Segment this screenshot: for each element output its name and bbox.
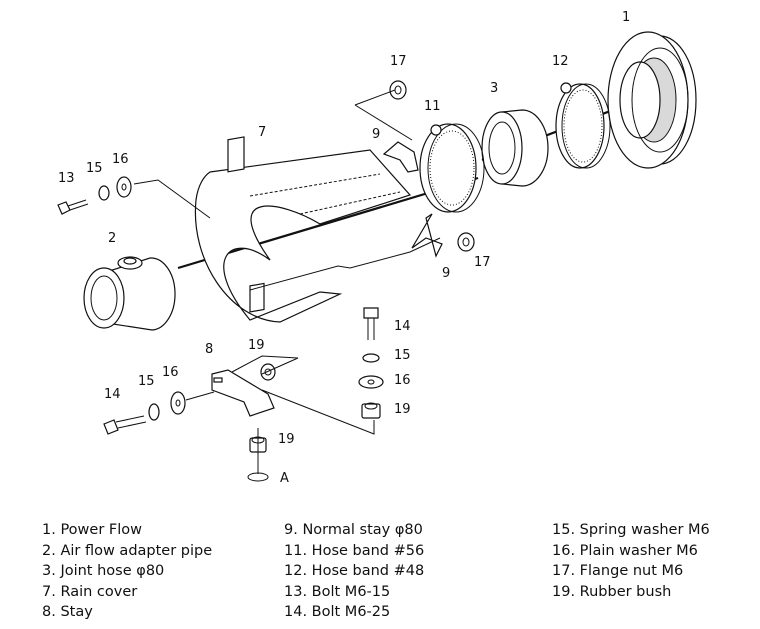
legend-column-3: 15. Spring washer M6 16. Plain washer M6… bbox=[552, 520, 710, 602]
air-flow-adapter-pipe-part bbox=[83, 256, 176, 331]
callout-3: 3 bbox=[490, 81, 498, 96]
bolt-m6-25-vertical-part bbox=[363, 307, 379, 340]
stay-part bbox=[211, 369, 275, 417]
legend-item: 19. Rubber bush bbox=[552, 583, 672, 600]
legend-item: 16. Plain washer M6 bbox=[552, 542, 698, 559]
exploded-parts-diagram: 1 12 3 17 11 7 9 13 15 16 2 17 9 14 8 19… bbox=[57, 10, 697, 486]
callout-8: 8 bbox=[205, 342, 213, 357]
callout-17-upper: 17 bbox=[390, 54, 407, 69]
flange-nut-upper-part bbox=[389, 80, 407, 100]
callout-2: 2 bbox=[108, 231, 116, 246]
legend-item: 1. Power Flow bbox=[42, 522, 142, 538]
legend-item: 8. Stay bbox=[42, 604, 93, 620]
callout-14-right: 14 bbox=[394, 319, 411, 334]
callout-11: 11 bbox=[424, 99, 441, 114]
power-flow-part bbox=[607, 31, 697, 169]
callout-9-upper: 9 bbox=[372, 127, 380, 142]
callout-19-right: 19 bbox=[394, 402, 411, 417]
callout-16-lower: 16 bbox=[162, 365, 179, 380]
hose-band-48-part bbox=[555, 82, 611, 169]
legend-item: 12. Hose band #48 bbox=[284, 563, 425, 579]
callout-13: 13 bbox=[58, 171, 75, 186]
spring-washer-lower-part bbox=[148, 403, 160, 421]
joint-hose-part bbox=[481, 109, 549, 187]
callout-a: A bbox=[280, 471, 289, 486]
stay-hole bbox=[213, 377, 223, 383]
legend-item: 2. Air flow adapter pipe bbox=[42, 542, 213, 559]
rubber-bush-upper-part bbox=[260, 363, 276, 381]
callout-19-upper: 19 bbox=[248, 338, 265, 353]
plain-washer-upper-part bbox=[116, 176, 132, 198]
legend-column-1: 1. Power Flow 2. Air flow adapter pipe 3… bbox=[42, 520, 212, 623]
leader-lines bbox=[133, 89, 441, 452]
legend-column-2: 9. Normal stay φ80 11. Hose band #56 12.… bbox=[284, 520, 424, 623]
spring-washer-right-part bbox=[362, 353, 380, 363]
bolt-m6-15-part bbox=[57, 199, 89, 215]
legend-item: 17. Flange nut M6 bbox=[552, 563, 684, 579]
rubber-bush-right-part bbox=[361, 402, 381, 419]
normal-stay-lower-part bbox=[411, 213, 443, 258]
callout-1: 1 bbox=[622, 10, 630, 25]
callout-17-lower: 17 bbox=[474, 255, 491, 270]
callout-7: 7 bbox=[258, 125, 266, 140]
rain-cover-part bbox=[194, 136, 412, 323]
point-a-mark bbox=[247, 452, 269, 482]
callout-12: 12 bbox=[552, 54, 569, 69]
bolt-m6-25-horizontal-part bbox=[103, 415, 147, 435]
plain-washer-right-part bbox=[358, 375, 384, 389]
flange-nut-lower-part bbox=[457, 232, 475, 252]
callout-16-upper: 16 bbox=[112, 152, 129, 167]
legend-item: 9. Normal stay φ80 bbox=[284, 522, 423, 538]
hose-band-56-part bbox=[419, 123, 485, 213]
callout-9-lower: 9 bbox=[442, 266, 450, 281]
spring-washer-upper-part bbox=[98, 185, 110, 201]
callout-15-lower: 15 bbox=[138, 374, 155, 389]
legend-item: 13. Bolt M6-15 bbox=[284, 583, 391, 600]
legend-item: 11. Hose band #56 bbox=[284, 542, 425, 559]
callout-15-upper: 15 bbox=[86, 161, 103, 176]
normal-stay-upper-part bbox=[382, 141, 419, 173]
plain-washer-lower-part bbox=[170, 391, 186, 415]
callout-14-left: 14 bbox=[104, 387, 121, 402]
legend-item: 3. Joint hose φ80 bbox=[42, 563, 165, 579]
legend-item: 15. Spring washer M6 bbox=[552, 522, 710, 538]
callout-15-right: 15 bbox=[394, 348, 411, 363]
callout-16-right: 16 bbox=[394, 373, 411, 388]
callout-19-lower: 19 bbox=[278, 432, 295, 447]
legend-item: 14. Bolt M6-25 bbox=[284, 604, 391, 620]
legend-item: 7. Rain cover bbox=[42, 583, 138, 600]
